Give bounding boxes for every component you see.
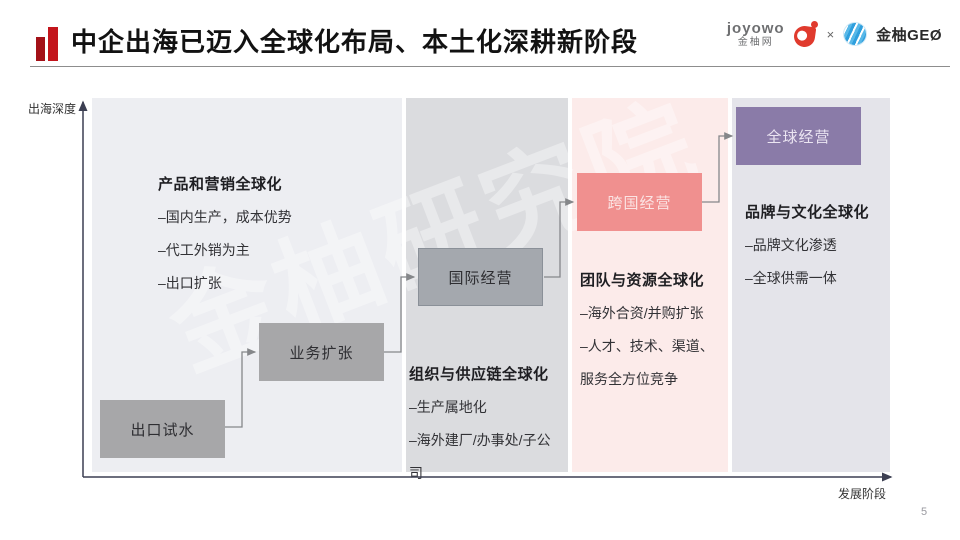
textblock-heading: 品牌与文化全球化 — [745, 204, 870, 221]
geo-wordmark: 金柚GEØ — [876, 26, 942, 44]
textblock-heading: 团队与资源全球化 — [580, 272, 705, 289]
textblock-team-resources: 团队与资源全球化 –海外合资/并购扩张 –人才、技术、渠道、服务全方位竞争 — [580, 264, 721, 396]
textblock-product-marketing: 产品和营销全球化 –国内生产，成本优势 –代工外销为主 –出口扩张 — [158, 168, 408, 300]
textblock-org-supplychain: 组织与供应链全球化 –生产属地化 –海外建厂/办事处/子公司 — [409, 358, 561, 490]
title-accent-bar-tall — [48, 27, 58, 61]
joyowo-logo: joyowo 金柚网 — [727, 21, 785, 48]
textblock-item: –全球供需一体 — [745, 270, 837, 286]
y-axis-label: 出海深度 — [28, 102, 77, 116]
textblock-item: –国内生产，成本优势 — [158, 209, 292, 225]
textblock-brand-culture: 品牌与文化全球化 –品牌文化渗透 –全球供需一体 — [745, 196, 890, 295]
brand-logos: joyowo 金柚网 × 金柚GEØ — [727, 14, 942, 54]
textblock-item: –海外建厂/办事处/子公司 — [409, 432, 551, 481]
textblock-item: –海外合资/并购扩张 — [580, 305, 704, 321]
page-title: 中企出海已迈入全球化布局、本土化深耕新阶段 — [71, 27, 639, 57]
joyowo-wordmark: joyowo — [726, 19, 785, 37]
logo-separator: × — [826, 26, 835, 42]
x-axis-label: 发展阶段 — [838, 487, 887, 501]
title-accent-bar-short — [36, 37, 45, 61]
stage-box-global-operation: 全球经营 — [736, 107, 861, 165]
textblock-item: –生产属地化 — [409, 399, 487, 415]
globe-icon — [843, 22, 868, 46]
stage-box-business-expansion: 业务扩张 — [259, 323, 384, 381]
joyowo-subtext: 金柚网 — [737, 36, 774, 48]
textblock-item: –品牌文化渗透 — [745, 237, 837, 253]
textblock-item: –人才、技术、渠道、服务全方位竞争 — [580, 338, 714, 387]
textblock-heading: 产品和营销全球化 — [158, 176, 283, 193]
textblock-item: –代工外销为主 — [158, 242, 250, 258]
textblock-heading: 组织与供应链全球化 — [409, 366, 549, 383]
stage-box-international-operation: 国际经营 — [418, 248, 543, 306]
header-divider — [30, 66, 950, 67]
page-number: 5 — [921, 506, 928, 518]
stage-box-export-trial: 出口试水 — [100, 400, 225, 458]
pomelo-icon — [792, 21, 818, 49]
stage-box-multinational-operation: 跨国经营 — [577, 173, 702, 231]
textblock-item: –出口扩张 — [158, 275, 222, 291]
